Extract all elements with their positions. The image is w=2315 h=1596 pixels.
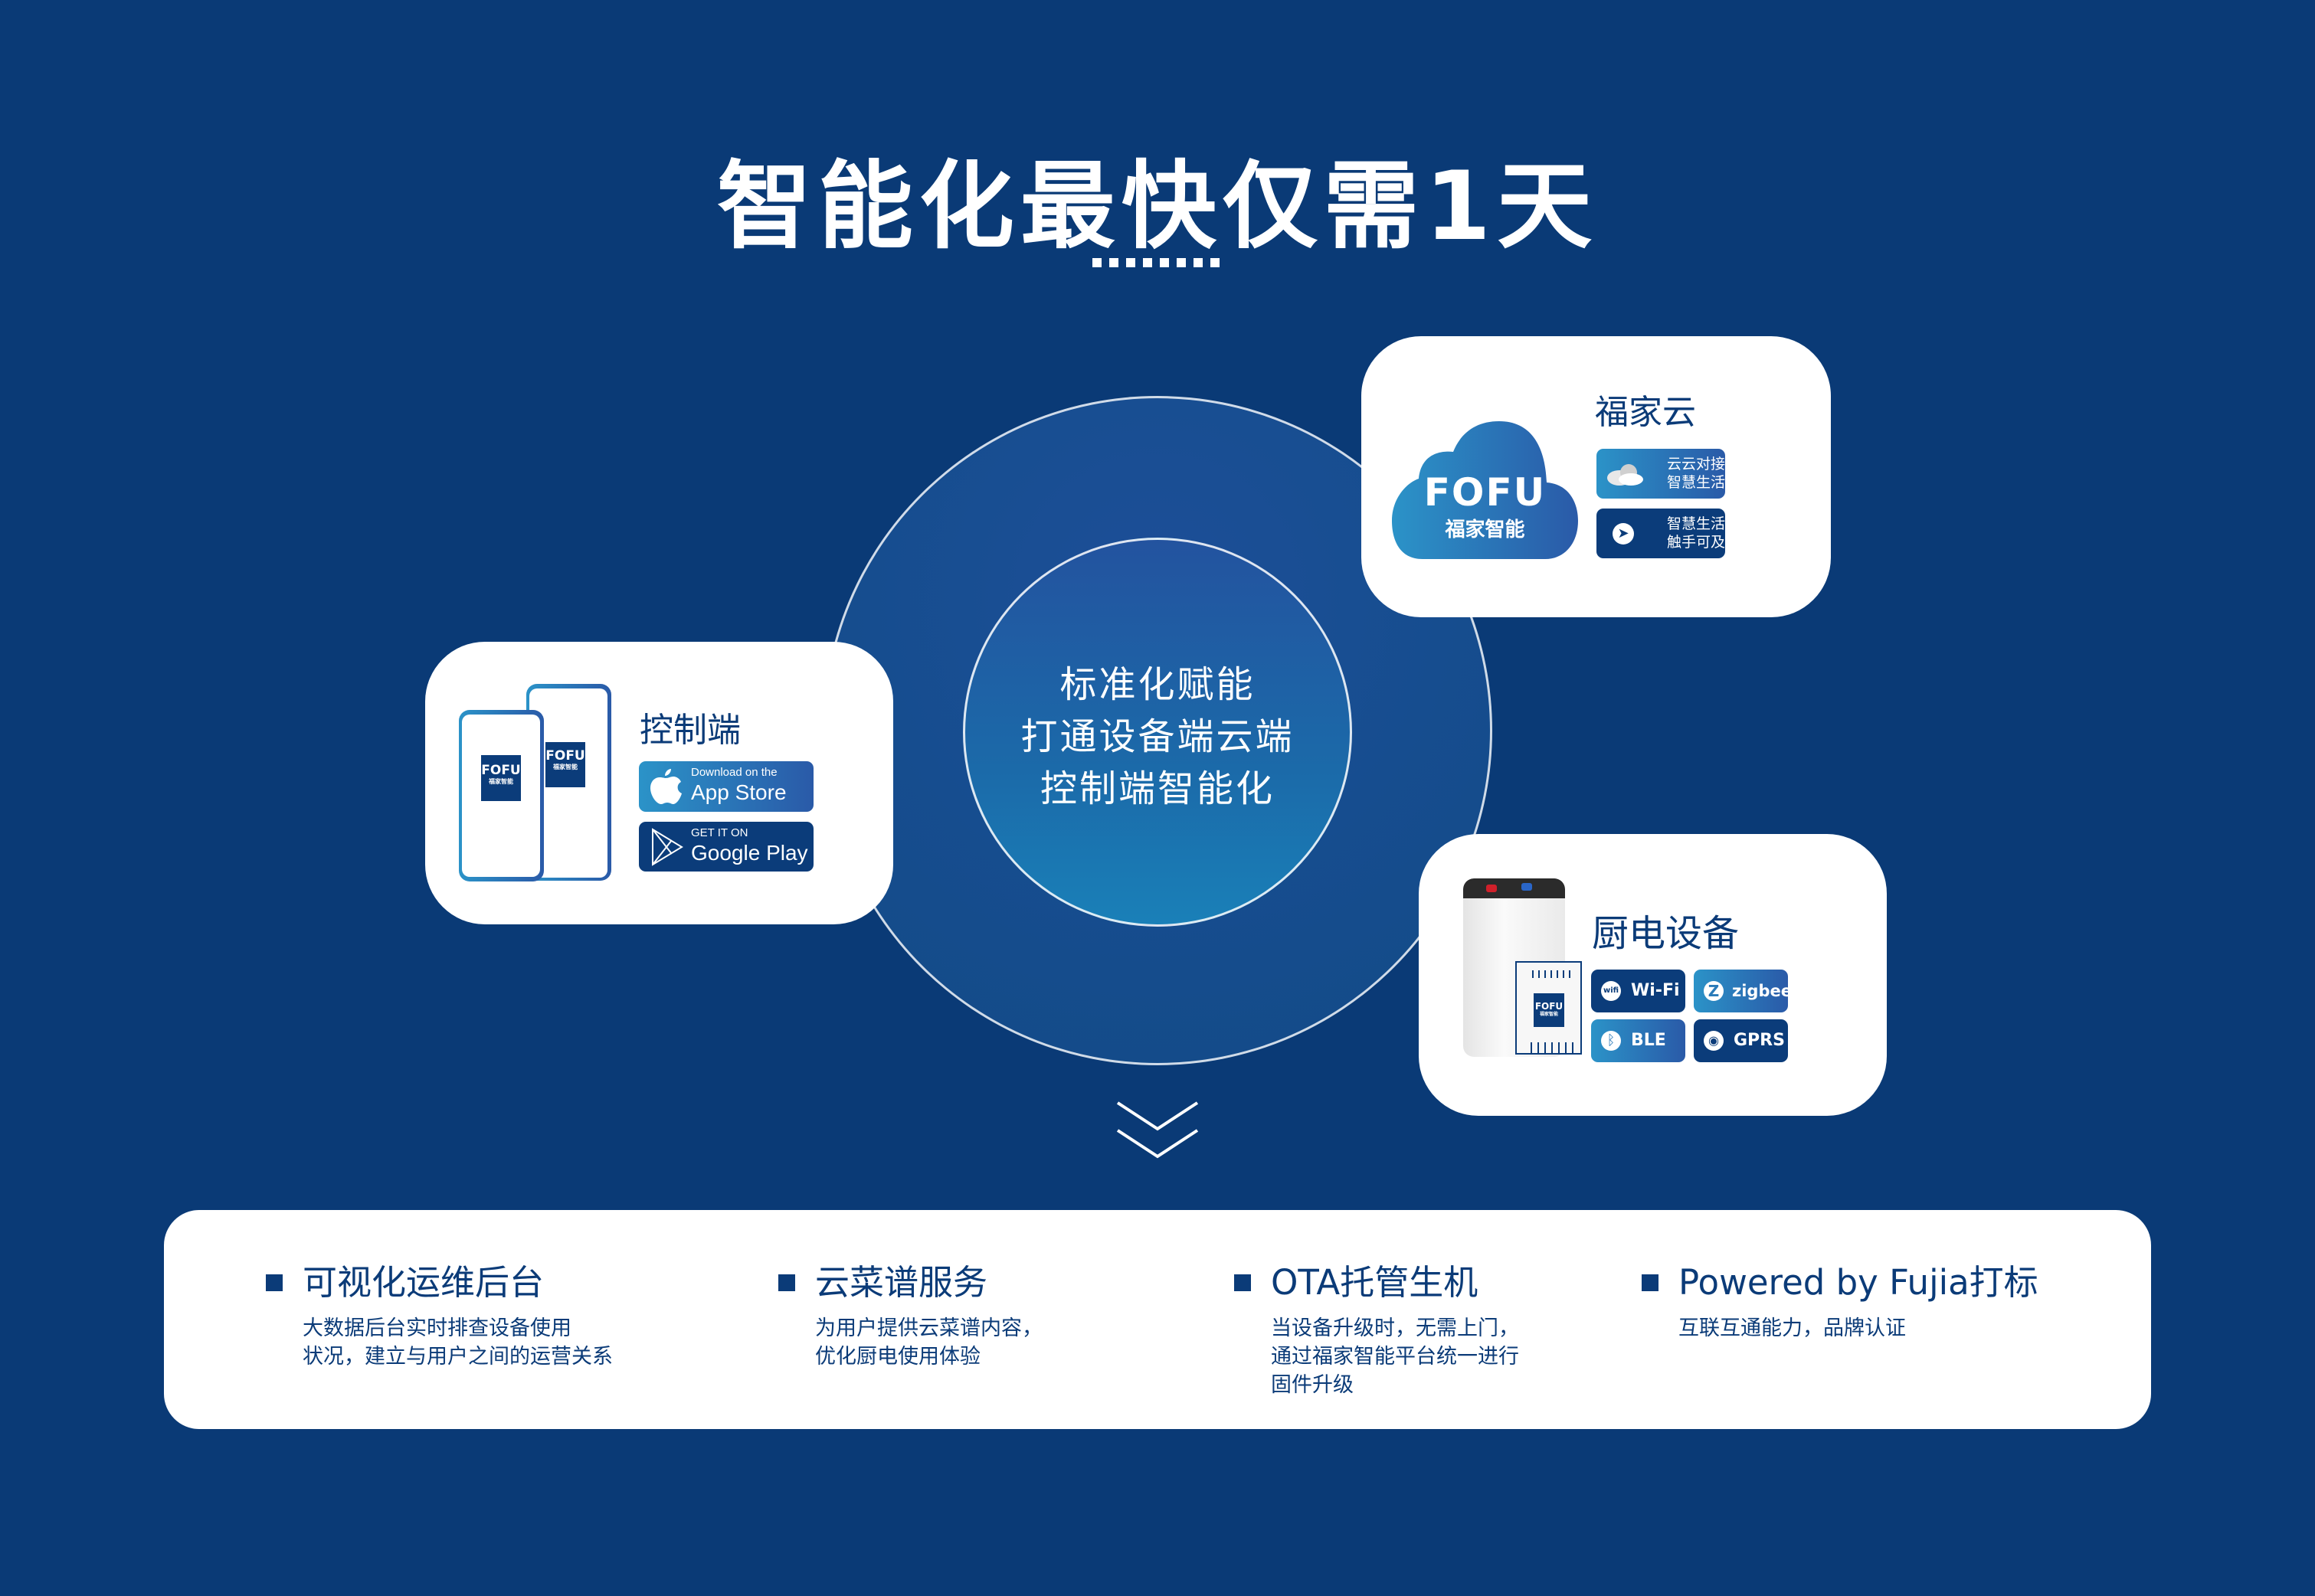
cloud-icon <box>1607 464 1643 486</box>
center-text-line: 打通设备端云端 <box>1020 715 1295 758</box>
wifi-label: Wi-Fi <box>1631 981 1680 1000</box>
zigbee-badge: Z zigbee <box>1694 970 1792 1012</box>
feature-desc-line: 固件升级 <box>1271 1373 1354 1397</box>
cloud-logo-brand: FOFU <box>1423 470 1547 515</box>
ble-label: BLE <box>1631 1031 1666 1050</box>
chip-module-icon: FOFU 福家智能 <box>1515 961 1582 1055</box>
feature-item: OTA托管生机 当设备升级时，无需上门， 通过福家智能平台统一进行固件升级 <box>1234 1262 1519 1399</box>
chip-logo-brand: FOFU <box>1534 1001 1564 1012</box>
cloud-badge-cloud-docking: 云云对接 智慧生活 <box>1596 449 1725 499</box>
ble-badge: ᛒ BLE <box>1591 1019 1685 1062</box>
badge-line: 触手可及 <box>1667 534 1726 551</box>
badge-line: 智慧生活 <box>1667 474 1726 491</box>
app-store-button[interactable]: Download on the App Store <box>639 761 814 812</box>
feature-item: Powered by Fujia打标 互联互通能力，品牌认证 <box>1642 1262 2038 1343</box>
phone-app-logo: FOFU 福家智能 <box>481 755 521 801</box>
zigbee-label: zigbee <box>1732 982 1792 1000</box>
feature-title: OTA托管生机 <box>1271 1262 1478 1303</box>
center-text-line: 标准化赋能 <box>1059 663 1256 706</box>
phone-logo-sub: 福家智能 <box>553 764 578 770</box>
cloud-logo-sub: 福家智能 <box>1445 518 1525 541</box>
feature-desc-line: 通过福家智能平台统一进行 <box>1271 1345 1519 1369</box>
antenna-icon: ◉ <box>1704 1031 1724 1051</box>
cloud-logo-icon <box>1392 421 1578 559</box>
bullet-square-icon <box>1234 1274 1251 1291</box>
bullet-square-icon <box>778 1274 795 1291</box>
features-panel: 可视化运维后台 大数据后台实时排查设备使用状况，建立与用户之间的运营关系 云菜谱… <box>164 1210 2151 1429</box>
title-dotted-divider <box>1092 258 1223 267</box>
feature-item: 可视化运维后台 大数据后台实时排查设备使用状况，建立与用户之间的运营关系 <box>266 1262 613 1371</box>
google-play-button[interactable]: GET IT ON Google Play <box>639 822 814 872</box>
zigbee-icon: Z <box>1704 981 1724 1001</box>
chip-logo-sub: 福家智能 <box>1539 1012 1558 1017</box>
bullet-square-icon <box>1642 1274 1658 1291</box>
phone-app-logo: FOFU 福家智能 <box>545 742 585 787</box>
app-store-big: App Store <box>691 780 787 804</box>
feature-desc-line: 状况，建立与用户之间的运营关系 <box>303 1345 613 1369</box>
wifi-badge: wifi Wi-Fi <box>1591 970 1685 1012</box>
device-card: FOFU 福家智能 厨电设备 wifi Wi-Fi Z zigbee ᛒ BLE… <box>1419 834 1887 1116</box>
google-play-small: GET IT ON <box>691 826 748 839</box>
feature-title: 可视化运维后台 <box>303 1262 545 1303</box>
app-store-small: Download on the <box>691 766 778 779</box>
feature-title: 云菜谱服务 <box>815 1262 988 1303</box>
feature-item: 云菜谱服务 为用户提供云菜谱内容， 优化厨电使用体验 <box>778 1262 1043 1371</box>
badge-line: 智慧生活 <box>1667 515 1726 532</box>
phone-logo-brand: FOFU <box>545 748 585 764</box>
feature-title: Powered by Fujia打标 <box>1678 1262 2038 1303</box>
google-play-big: Google Play <box>691 841 808 865</box>
control-card-title: 控制端 <box>640 711 741 750</box>
pointer-icon: ➤ <box>1613 523 1634 545</box>
gprs-label: GPRS <box>1734 1031 1785 1050</box>
apple-icon <box>650 769 682 804</box>
cloud-card: FOFU 福家智能 福家云 云云对接 智慧生活 ➤ 智慧生活 触手可及 <box>1361 336 1831 617</box>
cloud-card-title: 福家云 <box>1595 393 1696 432</box>
cloud-badge-smart-life: ➤ 智慧生活 触手可及 <box>1596 509 1725 558</box>
device-card-title: 厨电设备 <box>1592 912 1740 955</box>
inner-circle <box>963 538 1352 927</box>
feature-desc-line: 优化厨电使用体验 <box>815 1345 981 1369</box>
gprs-badge: ◉ GPRS <box>1694 1019 1788 1062</box>
bullet-square-icon <box>266 1274 283 1291</box>
google-play-icon <box>652 828 683 866</box>
wifi-icon: wifi <box>1601 981 1621 1001</box>
page-title: 智能化最快仅需1天 <box>716 152 1599 262</box>
double-chevron-down-icon <box>1116 1101 1199 1159</box>
feature-desc-line: 为用户提供云菜谱内容， <box>815 1316 1043 1340</box>
phone-logo-sub: 福家智能 <box>489 778 513 785</box>
phone-logo-brand: FOFU <box>481 763 521 778</box>
feature-desc-line: 互联互通能力，品牌认证 <box>1678 1316 1906 1340</box>
center-text-line: 控制端智能化 <box>1040 767 1275 810</box>
feature-desc-line: 当设备升级时，无需上门， <box>1271 1316 1519 1340</box>
badge-line: 云云对接 <box>1667 456 1726 473</box>
control-card: FOFU 福家智能 FOFU 福家智能 控制端 Download on the … <box>425 642 893 924</box>
feature-desc-line: 大数据后台实时排查设备使用 <box>303 1316 571 1340</box>
bluetooth-icon: ᛒ <box>1601 1031 1621 1051</box>
